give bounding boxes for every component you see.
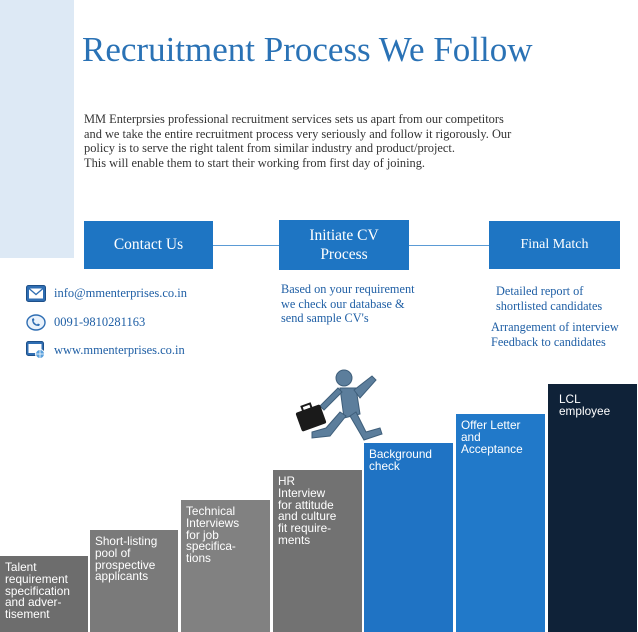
step-label: specification	[5, 583, 70, 598]
contact-us-box[interactable]: Contact Us	[84, 221, 213, 269]
step-label: Interviews	[186, 515, 240, 530]
briefcase-icon	[295, 402, 327, 432]
phone-number[interactable]: 0091-9810281163	[54, 315, 146, 329]
step-label: applicants	[95, 569, 149, 584]
phone-icon	[26, 314, 46, 331]
step-hr-interview: HR Interview for attitude and culture fi…	[273, 470, 362, 632]
step-label: and adver-	[5, 595, 62, 610]
contact-phone[interactable]: 0091-9810281163	[26, 314, 145, 331]
step-label: for job	[186, 527, 219, 542]
step-label: Acceptance	[461, 441, 523, 456]
step-label: check	[369, 458, 400, 473]
step-label: LCL	[559, 392, 581, 406]
step-label: fit require-	[278, 521, 332, 536]
step-label: pool of	[95, 545, 131, 560]
web-link[interactable]: www.mmenterprises.co.in	[54, 342, 185, 357]
final-match-box[interactable]: Final Match	[489, 221, 620, 269]
step-talent-requirement: Talent requirement specification and adv…	[0, 556, 88, 632]
step-label: and culture	[278, 509, 337, 524]
envelope-icon	[26, 285, 46, 302]
page-title: Recruitment Process We Follow	[82, 30, 533, 69]
final-match-label: Final Match	[520, 237, 589, 252]
step-label: for attitude	[278, 497, 334, 512]
step-label: Interview	[278, 485, 326, 500]
step-label: and	[461, 429, 481, 444]
email-link[interactable]: info@mmenterprises.co.in	[54, 286, 188, 300]
desc-line: Based on your requirement	[281, 282, 415, 296]
step-label: Short-listing	[95, 534, 158, 548]
initiate-cv-label: Process	[320, 246, 368, 263]
initiate-cv-box[interactable]: Initiate CV Process	[279, 220, 409, 270]
contact-us-label: Contact Us	[113, 236, 184, 253]
step-offer-letter: Offer Letter and Acceptance	[456, 414, 545, 632]
intro-line: and we take the entire recruitment proce…	[84, 126, 512, 141]
step-label: Talent	[5, 560, 37, 574]
step-label: employee	[559, 403, 611, 418]
step-technical-interviews: Technical Interviews for job specifica- …	[181, 500, 270, 632]
intro-paragraph: MM Enterprsies professional recruitment …	[84, 112, 544, 170]
intro-line: This will enable them to start their wor…	[84, 155, 426, 170]
initiate-description: Based on your requirement we check our d…	[281, 282, 415, 326]
sidebar-accent	[0, 0, 74, 258]
step-label: tions	[186, 551, 211, 566]
contact-email[interactable]: info@mmenterprises.co.in	[26, 285, 187, 302]
desc-line: Arrangement of interview	[491, 320, 619, 334]
initiate-cv-label: Initiate CV	[309, 227, 379, 244]
step-label: Offer Letter	[461, 418, 521, 432]
step-shortlisting: Short-listing pool of prospective applic…	[90, 530, 178, 632]
desc-line: send sample CV's	[281, 311, 369, 325]
step-lcl-employee: LCL employee	[548, 384, 637, 632]
intro-line: policy is to serve the right talent from…	[84, 141, 455, 156]
flow-connector	[213, 245, 280, 246]
intro-line: MM Enterprsies professional recruitment …	[84, 112, 504, 126]
final-description-interview: Arrangement of interview Feedback to can…	[491, 320, 619, 349]
desc-line: we check our database &	[281, 296, 405, 311]
desc-line: Feedback to candidates	[491, 334, 606, 349]
step-background-check: Background check	[364, 443, 453, 632]
step-label: Background	[369, 447, 432, 461]
desc-line: Detailed report of	[496, 284, 584, 298]
climbing-man-figure	[295, 369, 383, 441]
step-label: tisement	[5, 607, 50, 622]
step-label: ments	[278, 532, 311, 547]
web-icon	[26, 341, 45, 359]
step-label: prospective	[95, 557, 156, 572]
step-label: HR	[278, 474, 296, 488]
step-label: requirement	[5, 571, 68, 586]
step-label: specifica-	[186, 539, 236, 554]
final-description-report: Detailed report of shortlisted candidate…	[496, 284, 602, 313]
step-label: Technical	[186, 504, 236, 518]
flow-connector	[409, 245, 489, 246]
desc-line: shortlisted candidates	[496, 298, 603, 313]
contact-web[interactable]: www.mmenterprises.co.in	[26, 341, 185, 359]
